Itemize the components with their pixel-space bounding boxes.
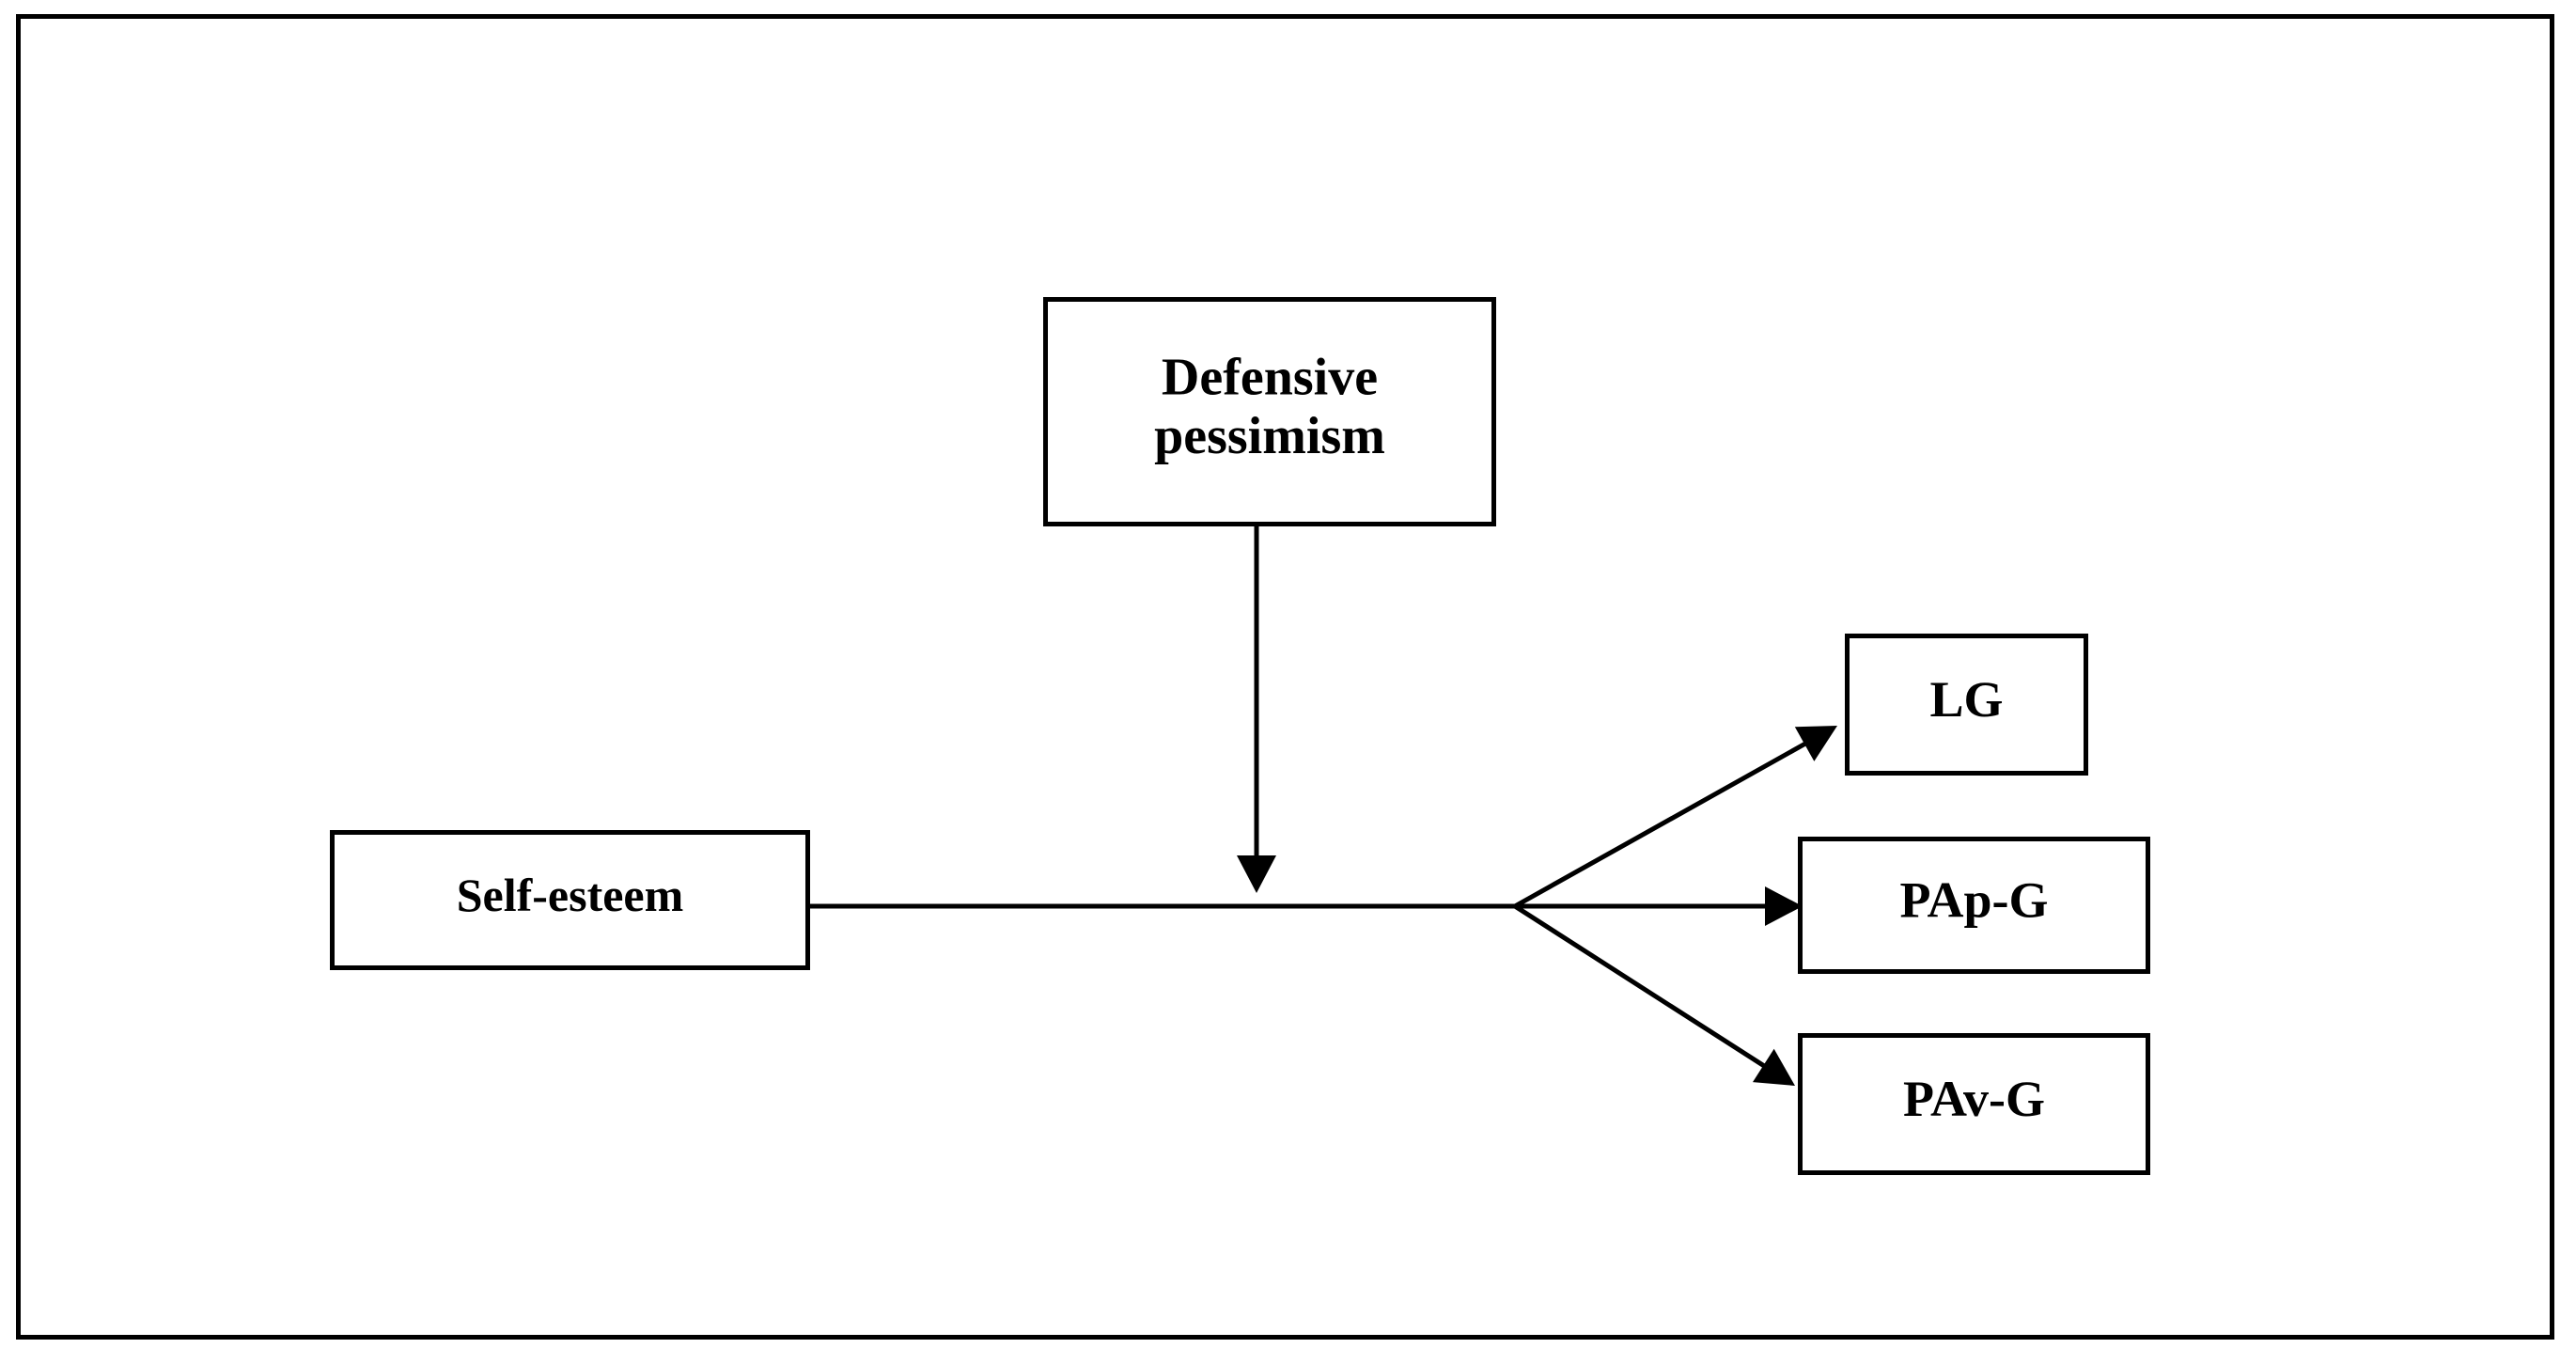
node-label-pav-g: PAv-G — [1903, 1071, 2045, 1127]
edge-branch-to-pap-g — [1515, 886, 1803, 926]
node-self-esteem[interactable]: Self-esteem — [330, 830, 810, 970]
node-pap-g[interactable]: PAp-G — [1798, 837, 2150, 974]
node-label-lg: LG — [1929, 671, 2003, 728]
edge-line-branch-to-lg — [1513, 733, 1821, 909]
node-label-defensive-pessimism-line1: Defensive — [1162, 348, 1378, 406]
outer-frame — [16, 14, 2554, 1340]
node-box-self-esteem[interactable] — [330, 830, 810, 970]
node-label-pap-g: PAp-G — [1900, 871, 2049, 928]
node-box-defensive-pessimism[interactable] — [1043, 297, 1496, 526]
node-box-pap-g[interactable] — [1798, 837, 2150, 974]
arrow-head-branch-to-pap-g — [1765, 886, 1803, 926]
edge-defensive-pessimism-to-path — [1237, 526, 1276, 893]
edges-layer — [810, 526, 1837, 1086]
node-label-defensive-pessimism-line2: pessimism — [1154, 407, 1385, 465]
edge-branch-to-lg — [1513, 726, 1837, 909]
edge-branch-to-pav-g — [1513, 903, 1795, 1086]
node-box-pav-g[interactable] — [1798, 1033, 2150, 1175]
arrow-head-branch-to-pav-g — [1752, 1048, 1795, 1086]
edge-line-branch-to-pav-g — [1513, 903, 1779, 1077]
node-label-self-esteem: Self-esteem — [457, 869, 684, 921]
arrow-head-defensive-pessimism-to-path — [1237, 855, 1276, 893]
arrow-head-branch-to-lg — [1794, 726, 1837, 761]
node-box-lg[interactable] — [1845, 634, 2088, 776]
node-lg[interactable]: LG — [1845, 634, 2088, 776]
node-pav-g[interactable]: PAv-G — [1798, 1033, 2150, 1175]
